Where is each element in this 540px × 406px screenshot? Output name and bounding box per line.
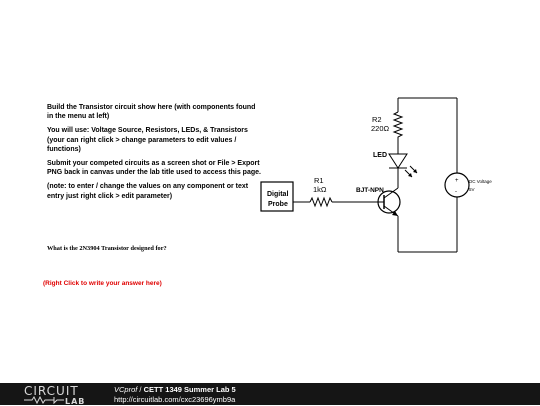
dc-voltage-source[interactable] <box>444 172 470 198</box>
footer-text: VCprof / CETT 1349 Summer Lab 5 http://c… <box>114 385 236 405</box>
led-label: LED <box>373 152 387 159</box>
r2-value: 220Ω <box>371 124 390 133</box>
instruction-components: You will use: Voltage Source, Resistors,… <box>47 127 248 153</box>
logo-bottom-text: LAB <box>65 397 86 406</box>
answer-prompt[interactable]: (Right Click to write your answer here) <box>43 280 162 287</box>
r1-name: R1 <box>314 176 324 185</box>
instructions-text[interactable]: Build the Transistor circuit show here (… <box>47 103 262 206</box>
author-link[interactable]: VCprof <box>114 385 138 394</box>
question-text[interactable]: What is the 2N3904 Transistor designed f… <box>47 245 167 252</box>
circuit-url[interactable]: http://circuitlab.com/cxc23696ymb9a <box>114 395 236 404</box>
circuit-title: CETT 1349 Summer Lab 5 <box>143 385 236 394</box>
probe-label-line2: Probe <box>268 201 288 208</box>
logo-wire-icon <box>24 396 64 404</box>
svg-text:-: - <box>455 189 457 195</box>
footer-bar: CIRCUIT LAB VCprof / CETT 1349 Summer La… <box>0 383 540 406</box>
logo-top-text: CIRCUIT <box>24 384 79 398</box>
circuitlab-logo[interactable]: CIRCUIT LAB <box>24 384 84 406</box>
svg-text:+: + <box>455 178 459 184</box>
source-value: 5V <box>469 187 475 192</box>
transistor-label: BJT-NPN <box>356 187 384 194</box>
probe-label-line1: Digital <box>267 191 288 198</box>
instruction-build: Build the Transistor circuit show here (… <box>47 104 256 121</box>
resistor-r1[interactable] <box>309 196 333 208</box>
schematic-canvas[interactable]: Build the Transistor circuit show here (… <box>0 0 540 383</box>
led[interactable] <box>388 153 408 169</box>
instruction-note: (note: to enter / change the values on a… <box>47 183 249 200</box>
source-label: DC Voltage <box>469 179 492 184</box>
circuit-schematic: + - Digital Probe R1 1kΩ BJT-NPN R2 220Ω… <box>260 97 492 253</box>
r1-value: 1kΩ <box>313 185 327 194</box>
instruction-submit: Submit your competed circuits as a scree… <box>47 160 261 177</box>
r2-name: R2 <box>372 115 382 124</box>
resistor-r2[interactable] <box>392 111 404 140</box>
digital-probe[interactable] <box>260 181 294 212</box>
footer-title-line: VCprof / CETT 1349 Summer Lab 5 <box>114 385 236 395</box>
footer-separator: / <box>137 385 144 394</box>
